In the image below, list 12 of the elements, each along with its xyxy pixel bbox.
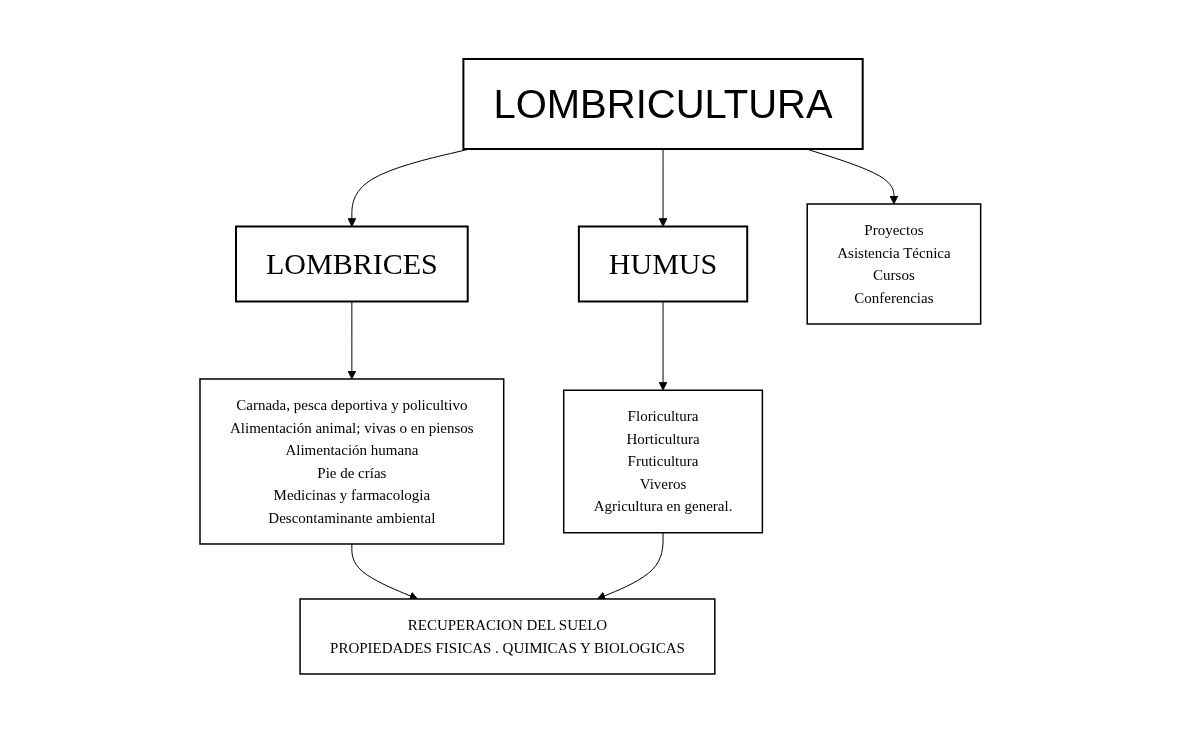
node-box: LOMBRICES (234, 225, 469, 303)
node-box: Floricultura Horticultura Fruticultura Viveros Agricultura en general. (562, 389, 763, 534)
arrow (658, 301, 668, 391)
node-box: HUMUS (577, 225, 748, 303)
arrow (347, 301, 356, 380)
node-box: LOMBRICULTURA (462, 58, 864, 150)
node-box: RECUPERACION DEL SUELO PROPIEDADES FISICAS . QUIMICAS Y BIOLOGICAS (299, 598, 716, 675)
arrow (351, 543, 418, 600)
arrow (658, 148, 668, 227)
node-box: Proyectos Asistencia Técnica Cursos Conferencias (806, 203, 982, 325)
arrow (596, 532, 664, 600)
node-box: Carnada, pesca deportiva y policultivo Alimentación animal; vivas o en piensos Alimentación humana Pie de crías Medicinas y farmacologia Descontaminante ambiental (198, 378, 505, 545)
